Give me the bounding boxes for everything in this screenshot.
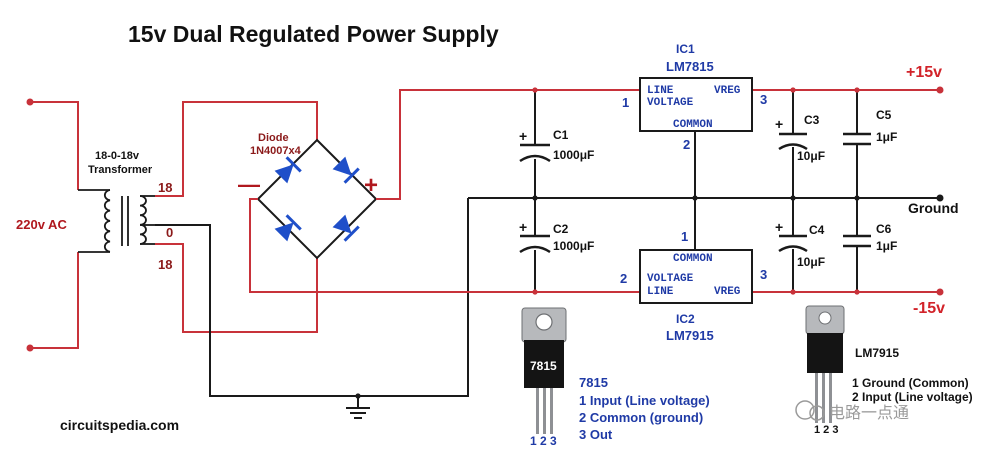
transformer-rating: 18-0-18v [95, 150, 140, 162]
watermark-text: 电路一点通 [829, 403, 909, 422]
c4-ref: C4 [809, 223, 825, 237]
c1-ref: C1 [553, 128, 569, 142]
rectified-wires [249, 89, 640, 293]
capacitor-c1 [519, 143, 551, 163]
ic1-pin-common: COMMON [673, 119, 713, 131]
output-negative-label: -15v [913, 300, 945, 317]
out-terminal-positive [936, 86, 944, 94]
c6-value: 1μF [876, 239, 897, 253]
c6-ref: C6 [876, 222, 892, 236]
tap-bottom-label: 18 [158, 257, 172, 272]
ic2-regulator [639, 249, 753, 304]
transformer-name: Transformer [88, 164, 153, 176]
output-positive-label: +15v [906, 64, 942, 81]
package-7815-marking: 7815 [530, 359, 557, 373]
ic1-pin-line: LINE [647, 85, 674, 97]
ic1-part: LM7815 [666, 59, 714, 74]
bridge-minus: — [238, 172, 260, 197]
ic2-pin-voltage: VOLTAGE [647, 273, 694, 285]
out-terminal-ground [936, 194, 944, 202]
c4-polarity: + [775, 219, 783, 235]
capacitor-wires [534, 90, 858, 292]
ac-input-wires [30, 101, 79, 349]
ac-input-label: 220v AC [16, 217, 67, 232]
rails [468, 89, 940, 293]
ic2-pin-number-common: 1 [681, 229, 688, 244]
ic2-pin-line: LINE [647, 286, 674, 298]
earth-ground-icon [346, 396, 370, 419]
tap-top-label: 18 [158, 180, 172, 195]
package-7815-title: 7815 [579, 375, 608, 390]
ic2-pin-vreg: VREG [714, 286, 741, 298]
ic1-pin-number-common: 2 [683, 137, 690, 152]
c1-polarity: + [519, 128, 527, 144]
ic2-ref: IC2 [676, 312, 695, 326]
c3-value: 10μF [797, 149, 825, 163]
secondary-wires [155, 101, 318, 333]
package-7915-title: LM7915 [855, 346, 899, 360]
capacitor-c5 [843, 132, 871, 146]
c1-value: 1000μF [553, 148, 594, 162]
package-7915-pin-numbers: 1 2 3 [814, 424, 838, 436]
capacitor-c2 [519, 234, 551, 254]
c5-value: 1μF [876, 130, 897, 144]
output-ground-label: Ground [908, 200, 959, 216]
junction-dots [532, 87, 860, 295]
tap-center-label: 0 [166, 225, 173, 240]
diode-1 [274, 156, 302, 184]
ic2-part: LM7915 [666, 328, 714, 343]
capacitor-c3 [778, 132, 808, 151]
ac-terminal-top [26, 98, 34, 106]
c5-ref: C5 [876, 108, 892, 122]
package-7915-illustration [805, 305, 845, 423]
site-credit: circuitspedia.com [60, 417, 179, 433]
package-7815-pin-2: 2 Common (ground) [579, 410, 703, 425]
bridge-rectifier [256, 138, 378, 260]
ic1-pin-number-out: 3 [760, 92, 767, 107]
bridge-name: Diode [258, 132, 289, 144]
capacitor-c4 [778, 234, 808, 253]
c2-value: 1000μF [553, 239, 594, 253]
ic1-ref: IC1 [676, 42, 695, 56]
package-7815-illustration [521, 307, 567, 434]
c2-ref: C2 [553, 222, 569, 236]
diode-2 [332, 156, 360, 184]
bridge-part: 1N4007x4 [250, 145, 302, 157]
watermark-logo [795, 400, 825, 421]
ic1-pin-number-in: 1 [622, 95, 629, 110]
transformer-symbol [78, 189, 155, 253]
ic2-pin-common: COMMON [673, 253, 713, 265]
ic1-pin-voltage: VOLTAGE [647, 97, 694, 109]
package-7915-pin-2: 2 Input (Line voltage) [852, 390, 973, 404]
package-7815-pin-3: 3 Out [579, 427, 613, 442]
package-7815-pin-1: 1 Input (Line voltage) [579, 393, 710, 408]
c3-polarity: + [775, 116, 783, 132]
ac-terminal-bottom [26, 344, 34, 352]
ic2-pin-number-out: 3 [760, 267, 767, 282]
ground-junction [355, 393, 361, 399]
ic2-pin-number-in: 2 [620, 271, 627, 286]
capacitor-c6 [843, 234, 871, 248]
bridge-plus: + [364, 172, 378, 199]
c2-polarity: + [519, 219, 527, 235]
ic1-pin-vreg: VREG [714, 85, 741, 97]
center-tap-wire [155, 198, 469, 397]
c4-value: 10μF [797, 255, 825, 269]
diode-4 [332, 214, 360, 242]
out-terminal-negative [936, 288, 944, 296]
diode-3 [274, 214, 302, 242]
package-7815-pin-numbers: 1 2 3 [530, 434, 557, 448]
package-7915-pin-1: 1 Ground (Common) [852, 376, 969, 390]
c3-ref: C3 [804, 113, 820, 127]
diagram-title: 15v Dual Regulated Power Supply [128, 21, 499, 47]
ic1-regulator [639, 77, 753, 132]
